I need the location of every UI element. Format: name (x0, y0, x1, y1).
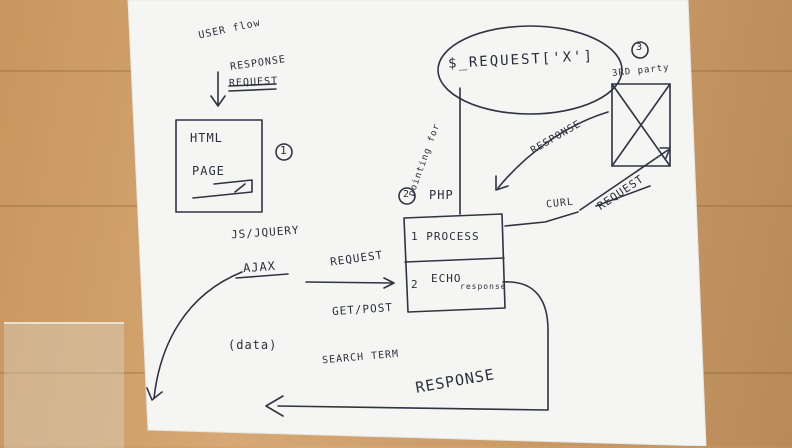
request-strike (228, 88, 277, 92)
php-label: PHP (429, 188, 454, 202)
step-1-label: 1 (280, 144, 288, 157)
third-party-response-arrow (497, 111, 609, 189)
request-strike (228, 83, 277, 87)
curl-request-arrow (579, 149, 669, 211)
step-3-circle (631, 41, 649, 59)
process-row-label: 1 PROCESS (411, 230, 480, 243)
echo-response-label: response (460, 282, 507, 291)
glass-plate (4, 322, 124, 448)
page-label: PAGE (192, 164, 225, 178)
ajax-label: AJAX (242, 258, 277, 276)
echo-label: ECHO (431, 272, 462, 285)
user-flow-arrowhead (210, 95, 226, 107)
ajax-to-php-arrowhead (383, 277, 395, 289)
input-cursor (234, 183, 246, 193)
response-loop (277, 281, 549, 411)
ajax-to-php-arrow (305, 281, 393, 284)
html-label: HTML (190, 131, 223, 145)
ajax-underline (235, 273, 289, 279)
third-party-response-arrowhead (495, 175, 509, 191)
step-1-circle (275, 143, 293, 161)
curl-request-arrowhead (659, 147, 671, 159)
data-note: (data) (228, 338, 278, 352)
step-2-label: 2 (403, 189, 411, 200)
echo-row-number: 2 (411, 278, 419, 291)
curl-connector (504, 211, 579, 227)
step-2-circle (398, 187, 416, 205)
php-divider (404, 257, 505, 263)
step-3-label: 3 (636, 42, 644, 53)
request-underline (595, 185, 651, 207)
request-var-ellipse (437, 25, 623, 115)
input-field-sketch (192, 179, 253, 199)
php-box (403, 213, 506, 313)
third-party-box (611, 83, 671, 167)
ajax-curve (153, 271, 243, 399)
response-arrowhead (265, 395, 284, 417)
ajax-curve-arrowhead (146, 387, 163, 401)
third-party-cross (611, 83, 671, 167)
html-page-box (175, 119, 263, 213)
